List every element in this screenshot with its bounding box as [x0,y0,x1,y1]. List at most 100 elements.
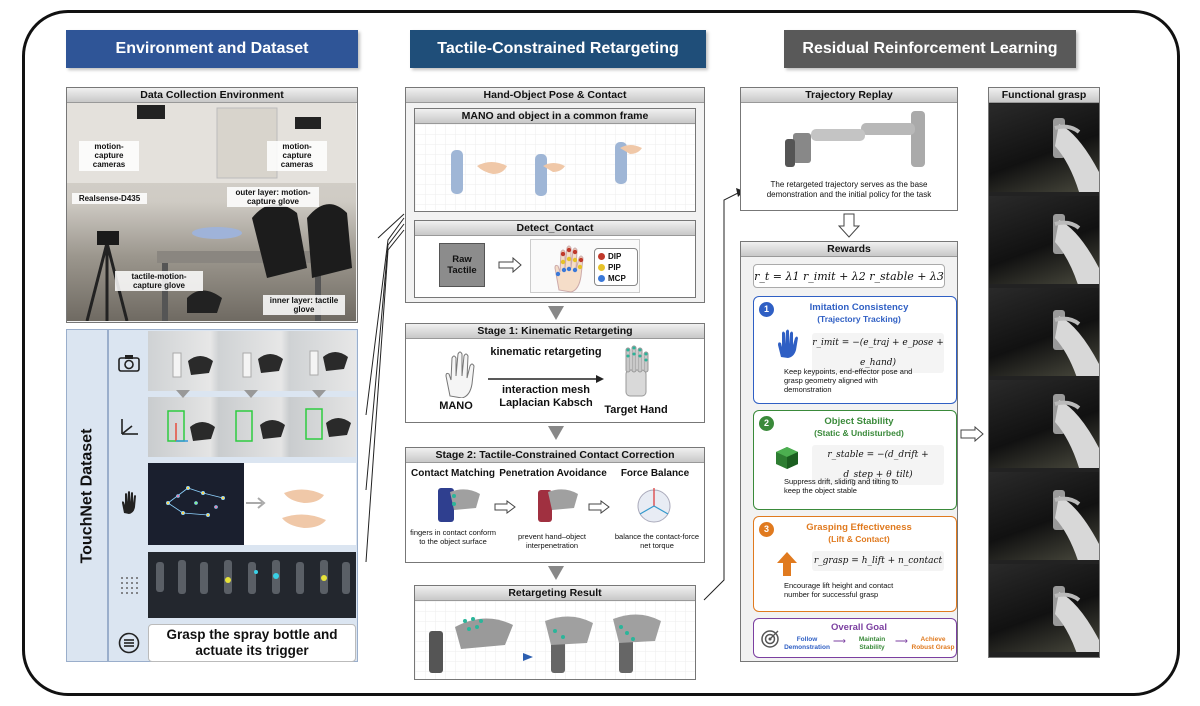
force-balance-title: Force Balance [620,468,690,479]
stage2-title: Stage 2: Tactile-Constrained Contact Cor… [406,448,704,463]
card3-desc: Encourage lift height and contact number… [784,581,894,599]
camera-icon [112,334,146,392]
legend-pip-label: PIP [608,263,621,272]
mano-render-view [244,463,356,545]
card1-number: 1 [759,302,774,317]
retargeting-result-panel: Retargeting Result [414,585,696,680]
instruction-icon [112,624,146,662]
hand-contact-map: DIP PIP MCP [530,239,640,293]
arrow-to-stage2 [548,426,564,440]
robot-arm-render [785,111,925,167]
card1-title: Imitation Consistency [809,302,909,313]
contact-hand-icon [554,245,584,293]
mcp-dot-icon [598,275,605,282]
mano-frame-title: MANO and object in a common frame [415,109,695,124]
label-tactile-glove: tactile-motion-capture glove [115,271,203,292]
overall-goal-title: Overall Goal [831,622,887,633]
rewards-panel: Rewards r_t = λ1 r_imit + λ2 r_stable + … [740,241,958,662]
card3-formula: r_grasp = h_lift + n_contact [812,551,944,571]
reward-card-stability: 2 Object Stability (Static & Undisturbed… [753,410,957,510]
touchnet-label: TouchNet Dataset [78,428,95,563]
card3-number: 3 [759,522,774,537]
mano-frame-panel: MANO and object in a common frame [414,108,696,212]
grasp-frame [989,564,1099,652]
detect-contact-title: Detect_Contact [415,221,695,236]
label-inner-glove: inner layer: tactile glove [263,295,345,316]
goal-step-follow: Follow Demonstration [784,636,830,651]
card1-formula: r_imit = −(e_traj + e_pose + e_hand) [812,333,944,373]
label-outer-glove: outer layer: motion-capture glove [227,187,319,208]
reward-card-grasping: 3 Grasping Effectiveness (Lift & Contact… [753,516,957,612]
legend-dip-label: DIP [608,252,622,261]
rewards-title: Rewards [741,242,957,257]
hand-icon [112,463,146,543]
axes-icon [112,398,146,456]
reward-formula: r_t = λ1 r_imit + λ2 r_stable + λ3 r_gra… [753,264,945,307]
card1-desc: Keep keypoints, end-effector pose and gr… [784,367,913,394]
pose-frames [148,397,356,457]
header-environment-dataset: Environment and Dataset [66,30,358,68]
contact-matching-render [438,488,480,522]
grasp-frame [989,196,1099,284]
card3-subtitle: (Lift & Contact) [828,534,890,544]
card2-formula: r_stable = −(d_drift + d_step + θ_tilt) [812,445,944,485]
goal-arrow-1-icon: ⟶ [833,636,846,646]
pose-contact-title: Hand-Object Pose & Contact [406,88,704,103]
rewards-to-grasp-arrow-icon [960,426,984,442]
functional-grasp-panel: Functional grasp [988,87,1100,658]
mano-object-render [415,124,695,210]
frame-arrow-2 [244,390,258,398]
detect-arrow-icon [498,257,522,273]
card3-title: Grasping Effectiveness [806,522,912,533]
target-icon [761,630,779,648]
penetration-avoidance-title: Penetration Avoidance [499,468,607,479]
skeleton-view [148,463,244,545]
trajectory-replay-panel: Trajectory Replay The retargeted traject… [740,87,958,211]
detect-contact-panel: Detect_Contact Raw Tactile DIP PIP MCP [414,220,696,298]
grasp-frame [989,288,1099,376]
force-balance-render [637,488,671,523]
label-mocap-right: motion-capture cameras [267,141,327,171]
arrow-to-result [548,566,564,580]
header-env-label: Environment and Dataset [115,40,309,57]
penetration-avoidance-render [538,489,578,522]
data-collection-title: Data Collection Environment [67,88,357,103]
fb-arrow-icon [588,500,610,514]
label-realsense: Realsense-D435 [72,193,147,205]
card2-number: 2 [759,416,774,431]
env-connectors [365,213,405,563]
frame-arrow-1 [176,390,190,398]
retargeting-result-title: Retargeting Result [415,586,695,601]
cube-icon [776,447,798,469]
goal-arrow-2-icon: ⟶ [895,636,908,646]
overall-goal-card: Overall Goal Follow Demonstration ⟶ Main… [753,618,957,658]
mesh-label: interaction mesh Laplacian Kabsch [499,384,593,410]
header-rl-label: Residual Reinforcement Learning [802,40,1058,57]
trajectory-replay-desc: The retargeted trajectory serves as the … [766,180,932,199]
retargeting-result-render [415,601,695,679]
grasp-frame [989,104,1099,192]
mano-hand-icon [445,351,475,398]
card1-subtitle: (Trajectory Tracking) [817,314,901,324]
frame-arrow-3 [312,390,326,398]
stage1-panel: Stage 1: Kinematic Retargeting MANO kine… [405,323,705,423]
trajectory-replay-title: Trajectory Replay [741,88,957,103]
mano-label: MANO [439,400,473,412]
legend-mcp-label: MCP [608,274,626,283]
grasp-frame [989,380,1099,468]
label-mocap-left: motion-capture cameras [79,141,139,171]
tactile-grid-icon [112,553,146,617]
goal-step-maintain: Maintain Stability [858,636,886,651]
reward-card-imitation: 1 Imitation Consistency (Trajectory Trac… [753,296,957,404]
rgb-frames [148,331,356,391]
pa-arrow-icon [494,500,516,514]
contact-matching-desc: fingers in contact conform to the object… [410,528,496,546]
stage1-arrow-icon [488,375,604,383]
force-balance-desc: balance the contact-force net torque [614,532,700,550]
target-hand-icon [625,345,649,397]
header-tactile-retargeting: Tactile-Constrained Retargeting [410,30,706,68]
target-hand-label: Target Hand [604,404,668,416]
stage1-title: Stage 1: Kinematic Retargeting [406,324,704,339]
functional-grasp-title: Functional grasp [989,88,1099,103]
legend-pip: PIP [598,262,634,273]
